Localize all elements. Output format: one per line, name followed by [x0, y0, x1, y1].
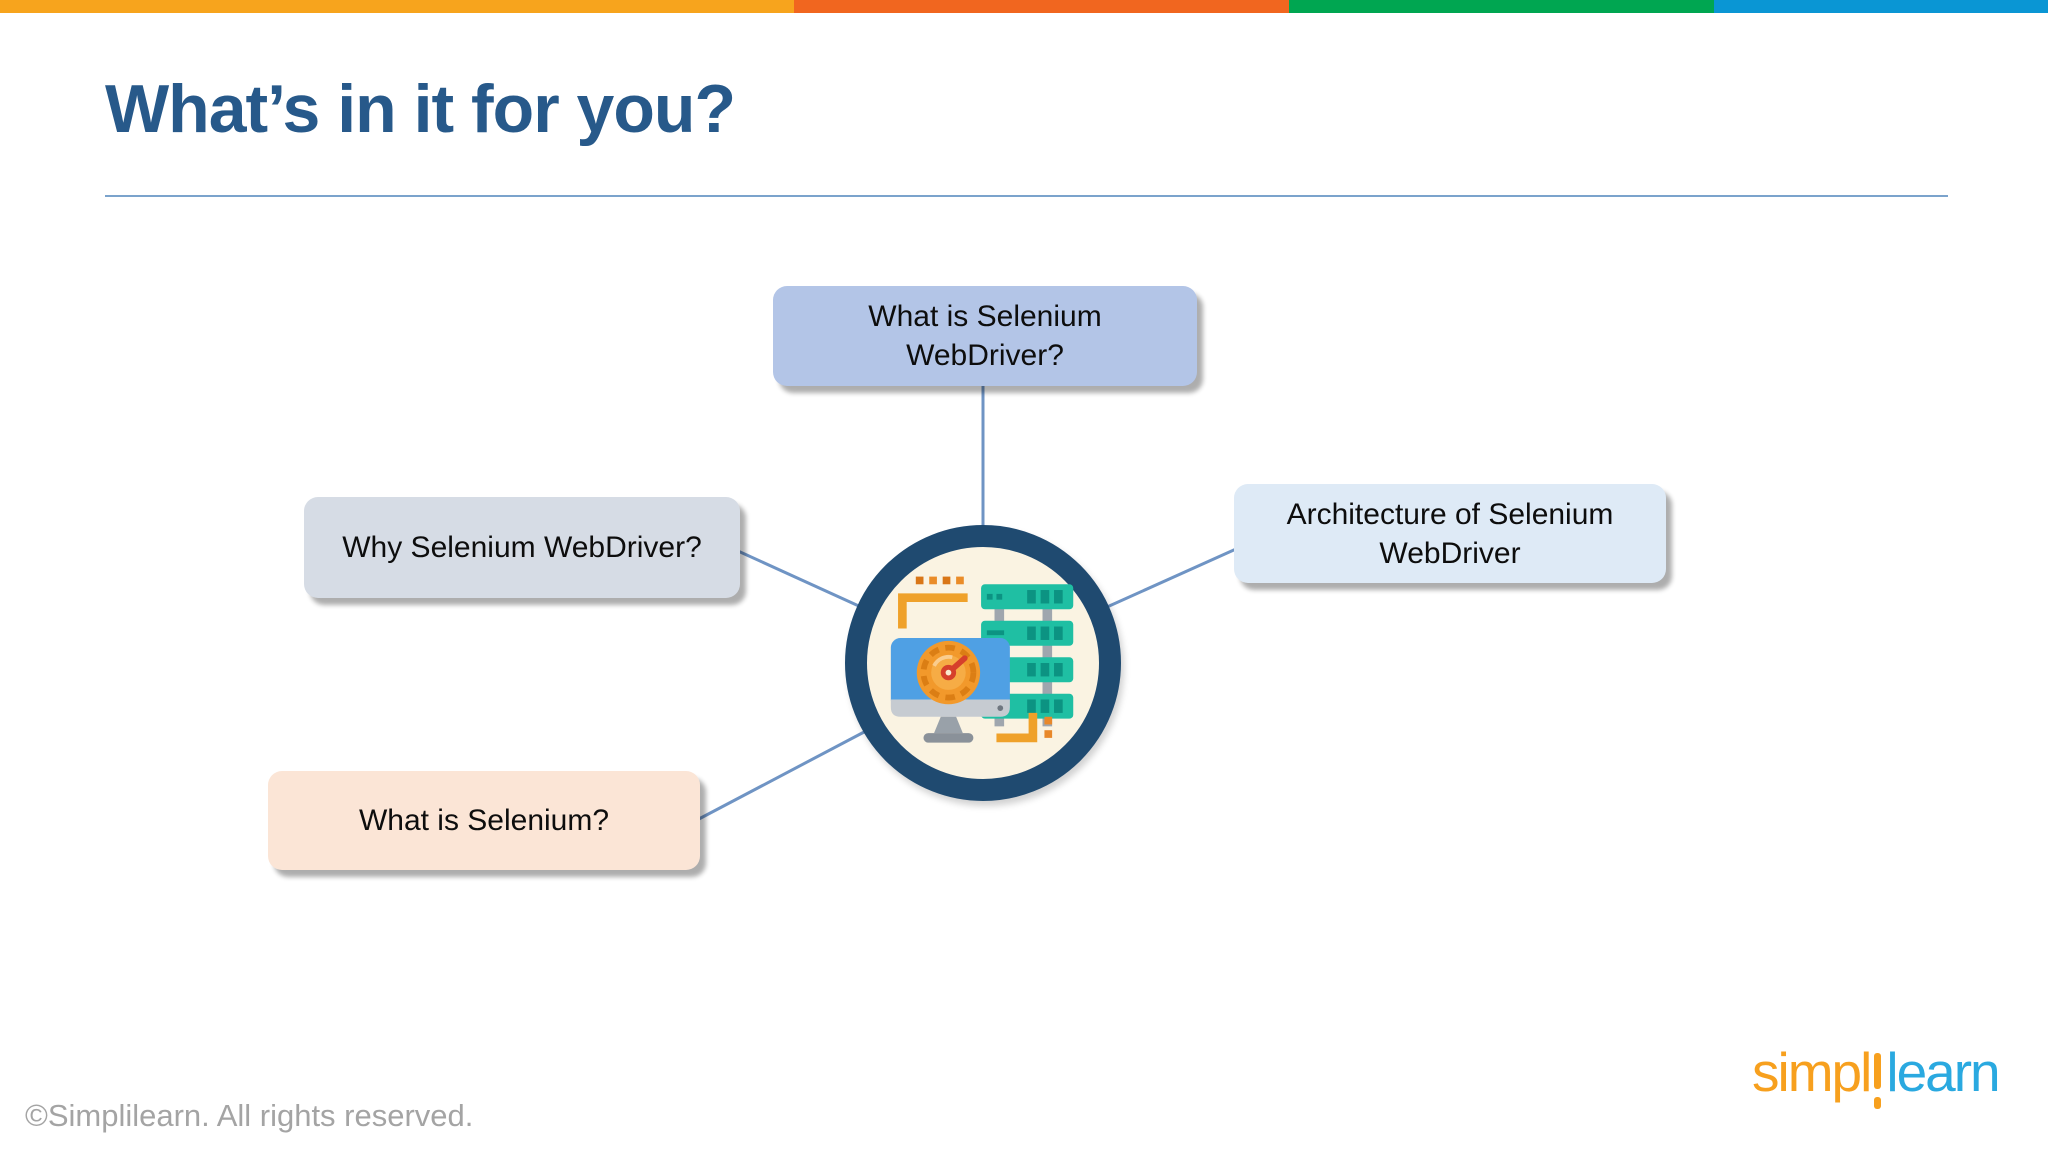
connector-line-bottom: [696, 729, 867, 822]
monitor-icon: [890, 638, 1010, 743]
corner-decoration-bottom-right: [996, 712, 1053, 743]
color-bar-segment-orange: [794, 0, 1289, 13]
speedometer-gauge-icon: [916, 640, 981, 705]
topic-box-what-is-selenium: What is Selenium?: [268, 771, 700, 870]
page-title: What’s in it for you?: [105, 71, 736, 147]
topic-box-what-is-selenium-webdriver: What is Selenium WebDriver?: [773, 286, 1197, 386]
speedometer-monitor-servers-icon: [890, 576, 1074, 743]
title-divider: [105, 195, 1948, 197]
copyright-text: ©Simplilearn. All rights reserved.: [25, 1098, 474, 1133]
topic-label: What is Selenium?: [358, 804, 610, 837]
topic-label: What is Selenium WebDriver?: [868, 300, 1102, 372]
simplilearn-logo: simpl learn: [1752, 1040, 2001, 1109]
topic-box-architecture-of-selenium-webdriver: Architecture of Selenium WebDriver: [1234, 484, 1666, 583]
topic-label: Architecture of Selenium WebDriver: [1286, 497, 1614, 570]
topic-label: Why Selenium WebDriver?: [342, 531, 702, 564]
topic-box-why-selenium-webdriver: Why Selenium WebDriver?: [304, 497, 740, 598]
logo-i-mark-icon: [1874, 1053, 1882, 1109]
color-bar-segment-green: [1289, 0, 1714, 13]
connector-line-left: [737, 549, 862, 609]
color-bar-segment-blue: [1714, 0, 2048, 13]
top-color-bar: [0, 0, 2048, 13]
color-bar-segment-amber: [0, 0, 794, 13]
connector-line-right: [1106, 547, 1237, 609]
central-hub-circle: [845, 525, 1121, 801]
corner-decoration-top-left: [898, 576, 968, 629]
logo-text-simpl: simpl: [1752, 1041, 1872, 1103]
logo-text-learn: learn: [1886, 1041, 2000, 1103]
